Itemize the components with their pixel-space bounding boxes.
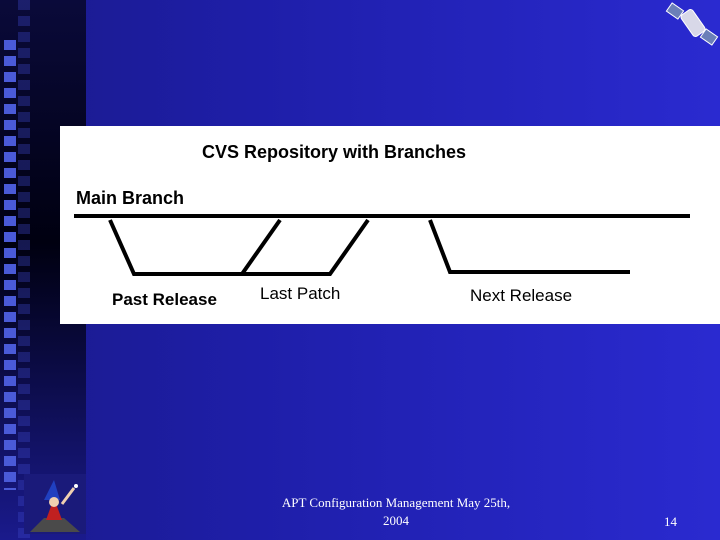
main-branch-label: Main Branch [76, 188, 185, 208]
diagram-title: CVS Repository with Branches [202, 142, 467, 162]
footer-text: APT Configuration Management May 25th, 2… [281, 495, 511, 528]
branch-lines [74, 214, 690, 276]
slide-number: 14 [664, 514, 677, 529]
past-release-label: Past Release [112, 290, 217, 309]
satellite-icon [664, 0, 720, 52]
decorative-squares-faint [18, 0, 30, 540]
next-release-label: Next Release [470, 286, 573, 305]
branch-diagram: CVS Repository with Branches Main Branch… [60, 126, 720, 324]
decorative-squares [4, 40, 16, 490]
next-release-branch [428, 219, 630, 274]
past-release-branch [108, 218, 282, 276]
wizard-mascot-icon [24, 474, 86, 534]
last-patch-label: Last Patch [260, 284, 341, 303]
last-patch-branch [242, 218, 370, 276]
